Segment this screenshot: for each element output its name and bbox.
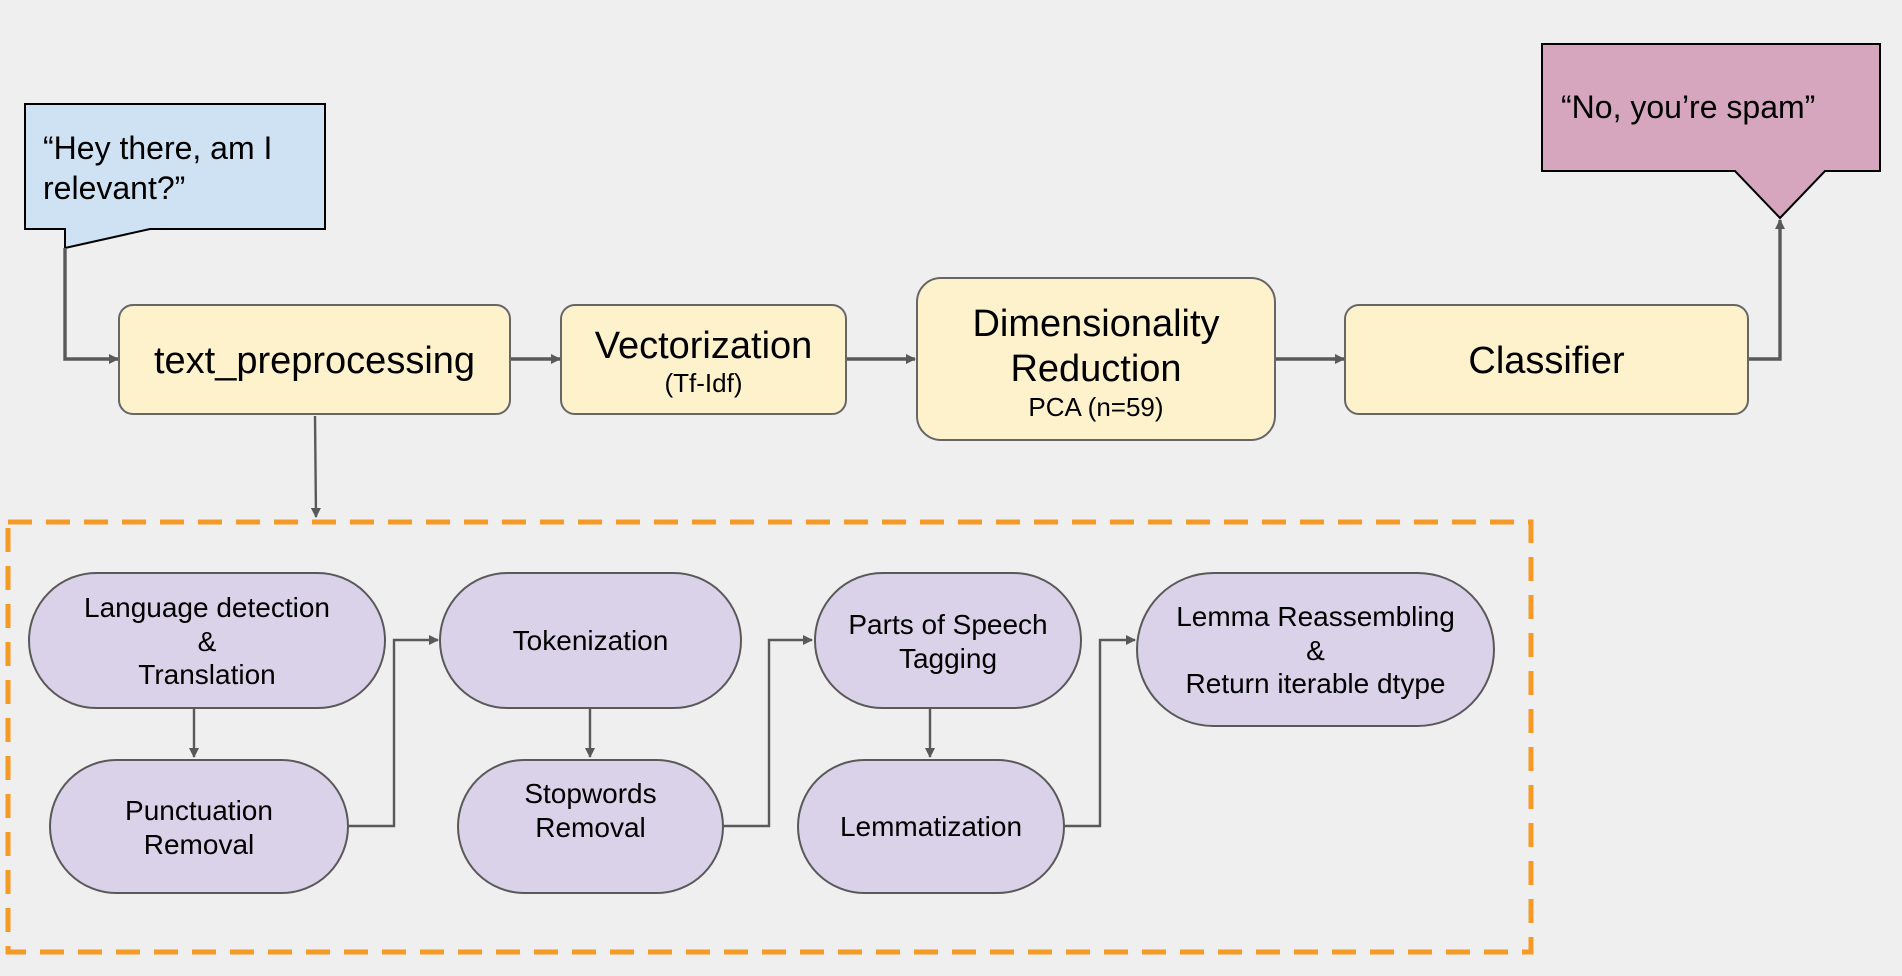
lemma-reassembling-line-1: Lemma Reassembling [1176, 601, 1455, 632]
pos-tagging-node: Parts of Speech Tagging [814, 572, 1082, 709]
language-detection-line-2: & [198, 626, 217, 657]
pos-tagging-line-2: Tagging [899, 643, 997, 674]
classifier-box: Classifier [1344, 304, 1749, 415]
lemma-reassembling-line-3: Return iterable dtype [1186, 668, 1446, 699]
lemmatization-node: Lemmatization [797, 759, 1065, 894]
input-to-text-preprocessing-arrow [63, 248, 119, 364]
punctuation-removal-line-1: Punctuation [125, 795, 273, 826]
vectorization-title: Vectorization [595, 325, 813, 367]
preprocessing-detail-border [5, 519, 1534, 955]
language-detection-line-1: Language detection [84, 592, 330, 623]
tokenization-node: Tokenization [439, 572, 742, 709]
text-preprocessing-box: text_preprocessing [118, 304, 511, 415]
lemma-reassembling-node: Lemma Reassembling & Return iterable dty… [1136, 572, 1495, 727]
classifier-to-output-arrow [1748, 219, 1785, 361]
stopwords-removal-node: Stopwords Removal [457, 759, 724, 894]
input-text-line-2: relevant?” [43, 170, 185, 206]
classifier-title: Classifier [1468, 340, 1625, 382]
dimensionality-subtitle: PCA (n=59) [1028, 392, 1163, 422]
input-text-line-1: “Hey there, am I [43, 130, 272, 166]
lemmatization-to-reassembling-arrow [1064, 635, 1136, 828]
punctuation-removal-line-2: Removal [144, 829, 254, 860]
input-speech-bubble: “Hey there, am I relevant?” [24, 103, 326, 250]
punctuation-removal-node: Punctuation Removal [49, 759, 349, 894]
text-preprocessing-to-detail-arrow [310, 415, 321, 518]
stopwords-removal-line-2: Removal [535, 812, 645, 843]
output-speech-bubble: “No, you’re spam” [1541, 43, 1881, 220]
dimensionality-title-line-2: Reduction [1010, 348, 1181, 390]
language-detection-line-3: Translation [138, 659, 275, 690]
dimensionality-reduction-box: Dimensionality Reduction PCA (n=59) [916, 277, 1276, 441]
language-detection-node: Language detection & Translation [28, 572, 386, 709]
lemmatization-label: Lemmatization [840, 811, 1022, 842]
dimensionality-title-line-1: Dimensionality [972, 303, 1219, 345]
lemma-reassembling-line-2: & [1306, 635, 1325, 666]
pos-tagging-line-1: Parts of Speech [848, 609, 1047, 640]
vectorization-subtitle: (Tf-Idf) [665, 368, 743, 398]
stopwords-removal-line-1: Stopwords [524, 778, 656, 809]
tokenization-label: Tokenization [513, 625, 669, 656]
vectorization-box: Vectorization (Tf-Idf) [560, 304, 847, 415]
stopwords-to-pos-tagging-arrow [723, 635, 813, 828]
text-preprocessing-title: text_preprocessing [154, 340, 475, 382]
output-text: “No, you’re spam” [1561, 89, 1815, 125]
punctuation-to-tokenization-arrow [348, 635, 439, 828]
